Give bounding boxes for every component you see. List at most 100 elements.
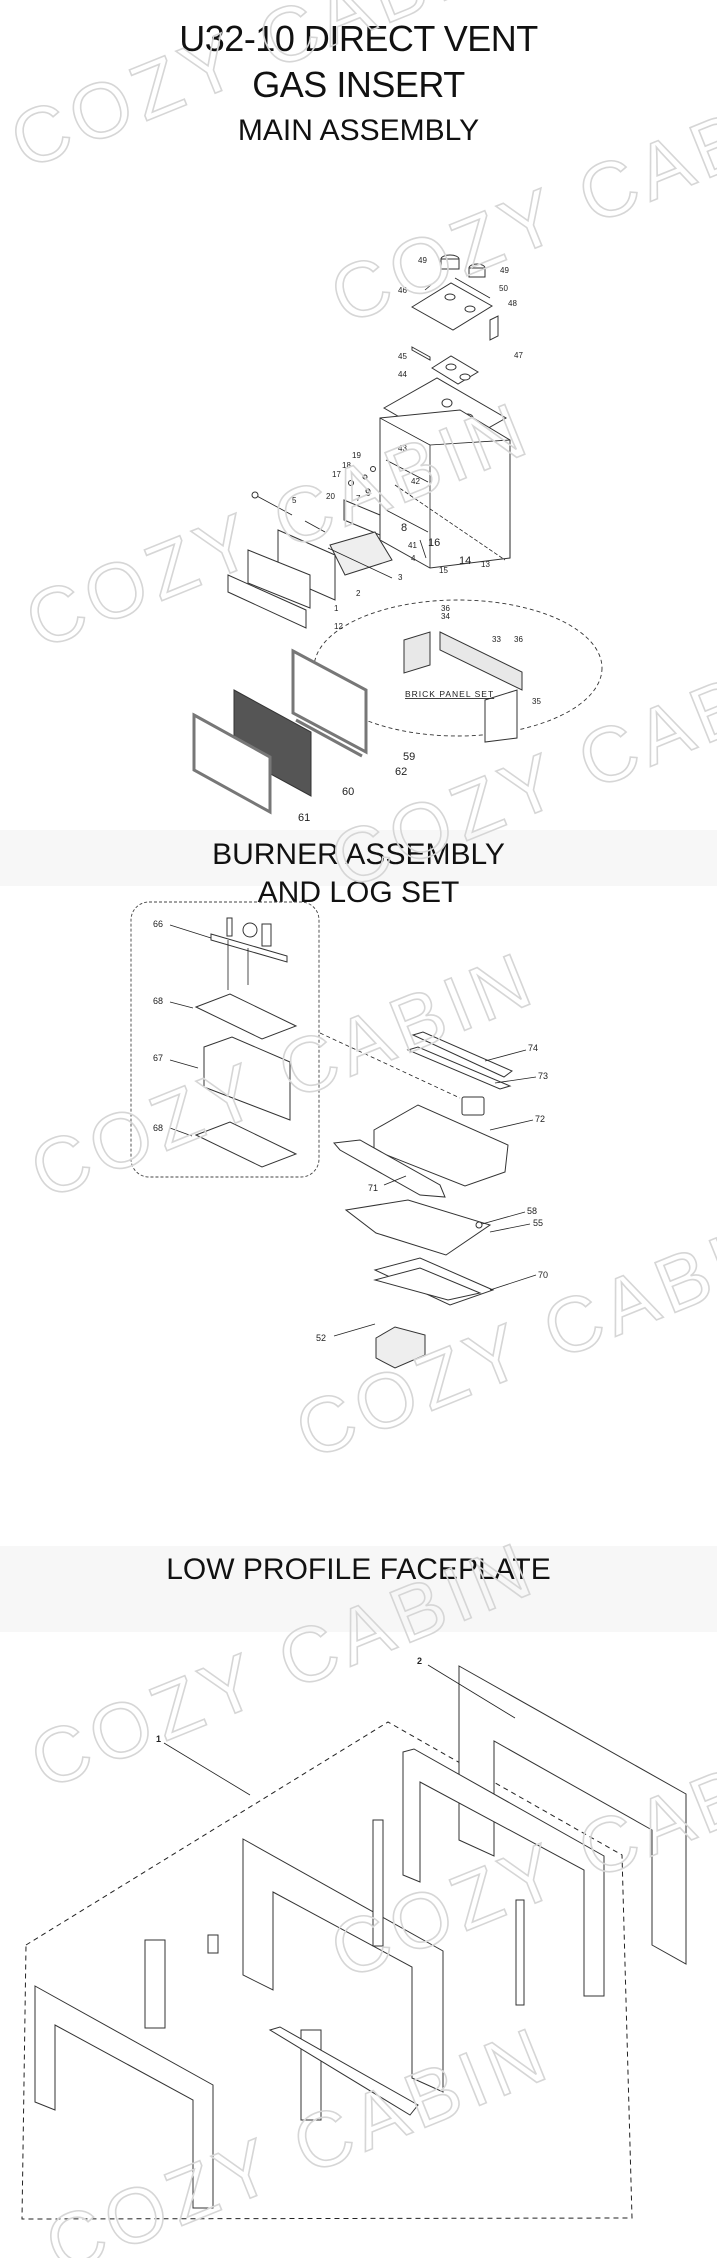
main-assembly-title: MAIN ASSEMBLY xyxy=(237,114,480,147)
callout: 34 xyxy=(441,612,450,621)
callout: 74 xyxy=(528,1043,538,1053)
callout: 43 xyxy=(398,444,407,453)
faceplate-drawing xyxy=(21,1664,687,2220)
callout: 17 xyxy=(332,470,341,479)
watermark: COZY CABIN xyxy=(0,0,528,186)
callout: 55 xyxy=(533,1218,543,1228)
callout: 2 xyxy=(417,1656,422,1666)
callout: 7 xyxy=(356,494,361,503)
trim-62 xyxy=(295,718,363,758)
side-bracket xyxy=(144,1939,166,2029)
wire xyxy=(304,520,326,533)
burner-callouts: 66 68 67 68 74 73 72 71 58 55 70 52 xyxy=(153,919,548,1343)
callout: 33 xyxy=(492,635,501,644)
callout: 67 xyxy=(153,1053,163,1063)
callout: 35 xyxy=(532,697,541,706)
watermark: COZY CABIN xyxy=(318,624,717,906)
brick-panel-34 xyxy=(403,631,431,674)
burner-leaders xyxy=(169,924,537,1337)
surround-frame xyxy=(402,1748,605,1997)
side-bracket xyxy=(372,1819,384,1947)
watermark: COZY CABIN xyxy=(283,1194,717,1476)
callout: 1 xyxy=(334,604,339,613)
blower-tray-3 xyxy=(327,547,393,579)
part-15 xyxy=(419,539,427,559)
callout: 47 xyxy=(514,351,523,360)
header-band xyxy=(0,0,717,150)
callout: 72 xyxy=(535,1114,545,1124)
callout: 62 xyxy=(395,766,407,778)
pilot-assembly-66 xyxy=(210,933,288,963)
vent-collar-body xyxy=(468,267,486,278)
callout: 49 xyxy=(418,256,427,265)
faceplate-callouts: 1 2 xyxy=(156,1656,422,1744)
bracket-73 xyxy=(406,1046,512,1090)
leader-1 xyxy=(163,1742,251,1796)
callout: 20 xyxy=(326,492,335,501)
screen-60 xyxy=(233,689,312,797)
igniter xyxy=(461,1096,485,1116)
page-title-line2: GAS INSERT xyxy=(252,64,465,105)
main-assembly-callouts: 49 49 46 50 48 47 45 44 43 42 41 19 18 1… xyxy=(292,256,541,824)
callout: 12 xyxy=(334,622,343,631)
callout: 36 xyxy=(514,635,523,644)
callout: 5 xyxy=(292,496,297,505)
pilot-kit-outline xyxy=(130,901,320,1178)
leader-2 xyxy=(427,1664,516,1719)
side-bracket xyxy=(515,1899,525,2006)
callout: 52 xyxy=(316,1333,326,1343)
backing-panel-2 xyxy=(458,1665,687,1965)
faceplate-kit-outline xyxy=(21,1721,633,2220)
burner-assembly-title-line2: AND LOG SET xyxy=(257,876,460,909)
callout: 36 xyxy=(441,604,450,613)
faceplate-panel xyxy=(242,1838,444,2093)
louver-12 xyxy=(227,574,307,629)
rod-5 xyxy=(254,494,293,516)
housing-67 xyxy=(203,1036,291,1121)
panel-20 xyxy=(343,499,381,536)
top-plate-48 xyxy=(411,282,493,331)
watermark: COZY CABIN xyxy=(318,59,717,341)
callout: 41 xyxy=(408,541,417,550)
callout: 45 xyxy=(398,352,407,361)
vent-collar-body xyxy=(440,258,460,270)
callout: 50 xyxy=(499,284,508,293)
blower-4 xyxy=(329,531,393,576)
bracket-50 xyxy=(454,277,491,299)
gas-valve-52 xyxy=(375,1326,426,1369)
burner-header-band xyxy=(0,830,717,886)
callout: 2 xyxy=(356,589,361,598)
brick-panel-33 xyxy=(439,631,523,691)
door-frame-61 xyxy=(192,712,272,815)
callout: 70 xyxy=(538,1270,548,1280)
frame-2 xyxy=(277,529,336,601)
panel-35 xyxy=(484,689,518,743)
burner-assembly-panel xyxy=(80,906,615,1546)
callout: 60 xyxy=(342,786,354,798)
burner-assembly-drawing xyxy=(130,901,513,1369)
callout: 49 xyxy=(500,266,509,275)
leader-dashed xyxy=(319,1032,461,1099)
callout: 13 xyxy=(481,560,490,569)
clip xyxy=(207,1934,219,1954)
callout: 15 xyxy=(439,566,448,575)
callout: 68 xyxy=(153,996,163,1006)
callout: 68 xyxy=(153,1123,163,1133)
callout: 71 xyxy=(368,1183,378,1193)
panel-1 xyxy=(247,549,311,609)
burner-pan-55 xyxy=(344,1199,492,1256)
callout: 19 xyxy=(352,451,361,460)
faceplate-header-band xyxy=(0,1546,717,1632)
bracket-74 xyxy=(411,1031,513,1078)
faceplate-title: LOW PROFILE FACEPLATE xyxy=(166,1553,551,1586)
callout: 66 xyxy=(153,919,163,929)
page-title-line1: U32-10 DIRECT VENT xyxy=(179,18,538,59)
main-assembly-drawing xyxy=(192,254,603,815)
callout: 1 xyxy=(156,1734,161,1744)
callout: 59 xyxy=(403,751,415,763)
callout: 48 xyxy=(508,299,517,308)
callout: 58 xyxy=(527,1206,537,1216)
callout: 42 xyxy=(411,477,420,486)
